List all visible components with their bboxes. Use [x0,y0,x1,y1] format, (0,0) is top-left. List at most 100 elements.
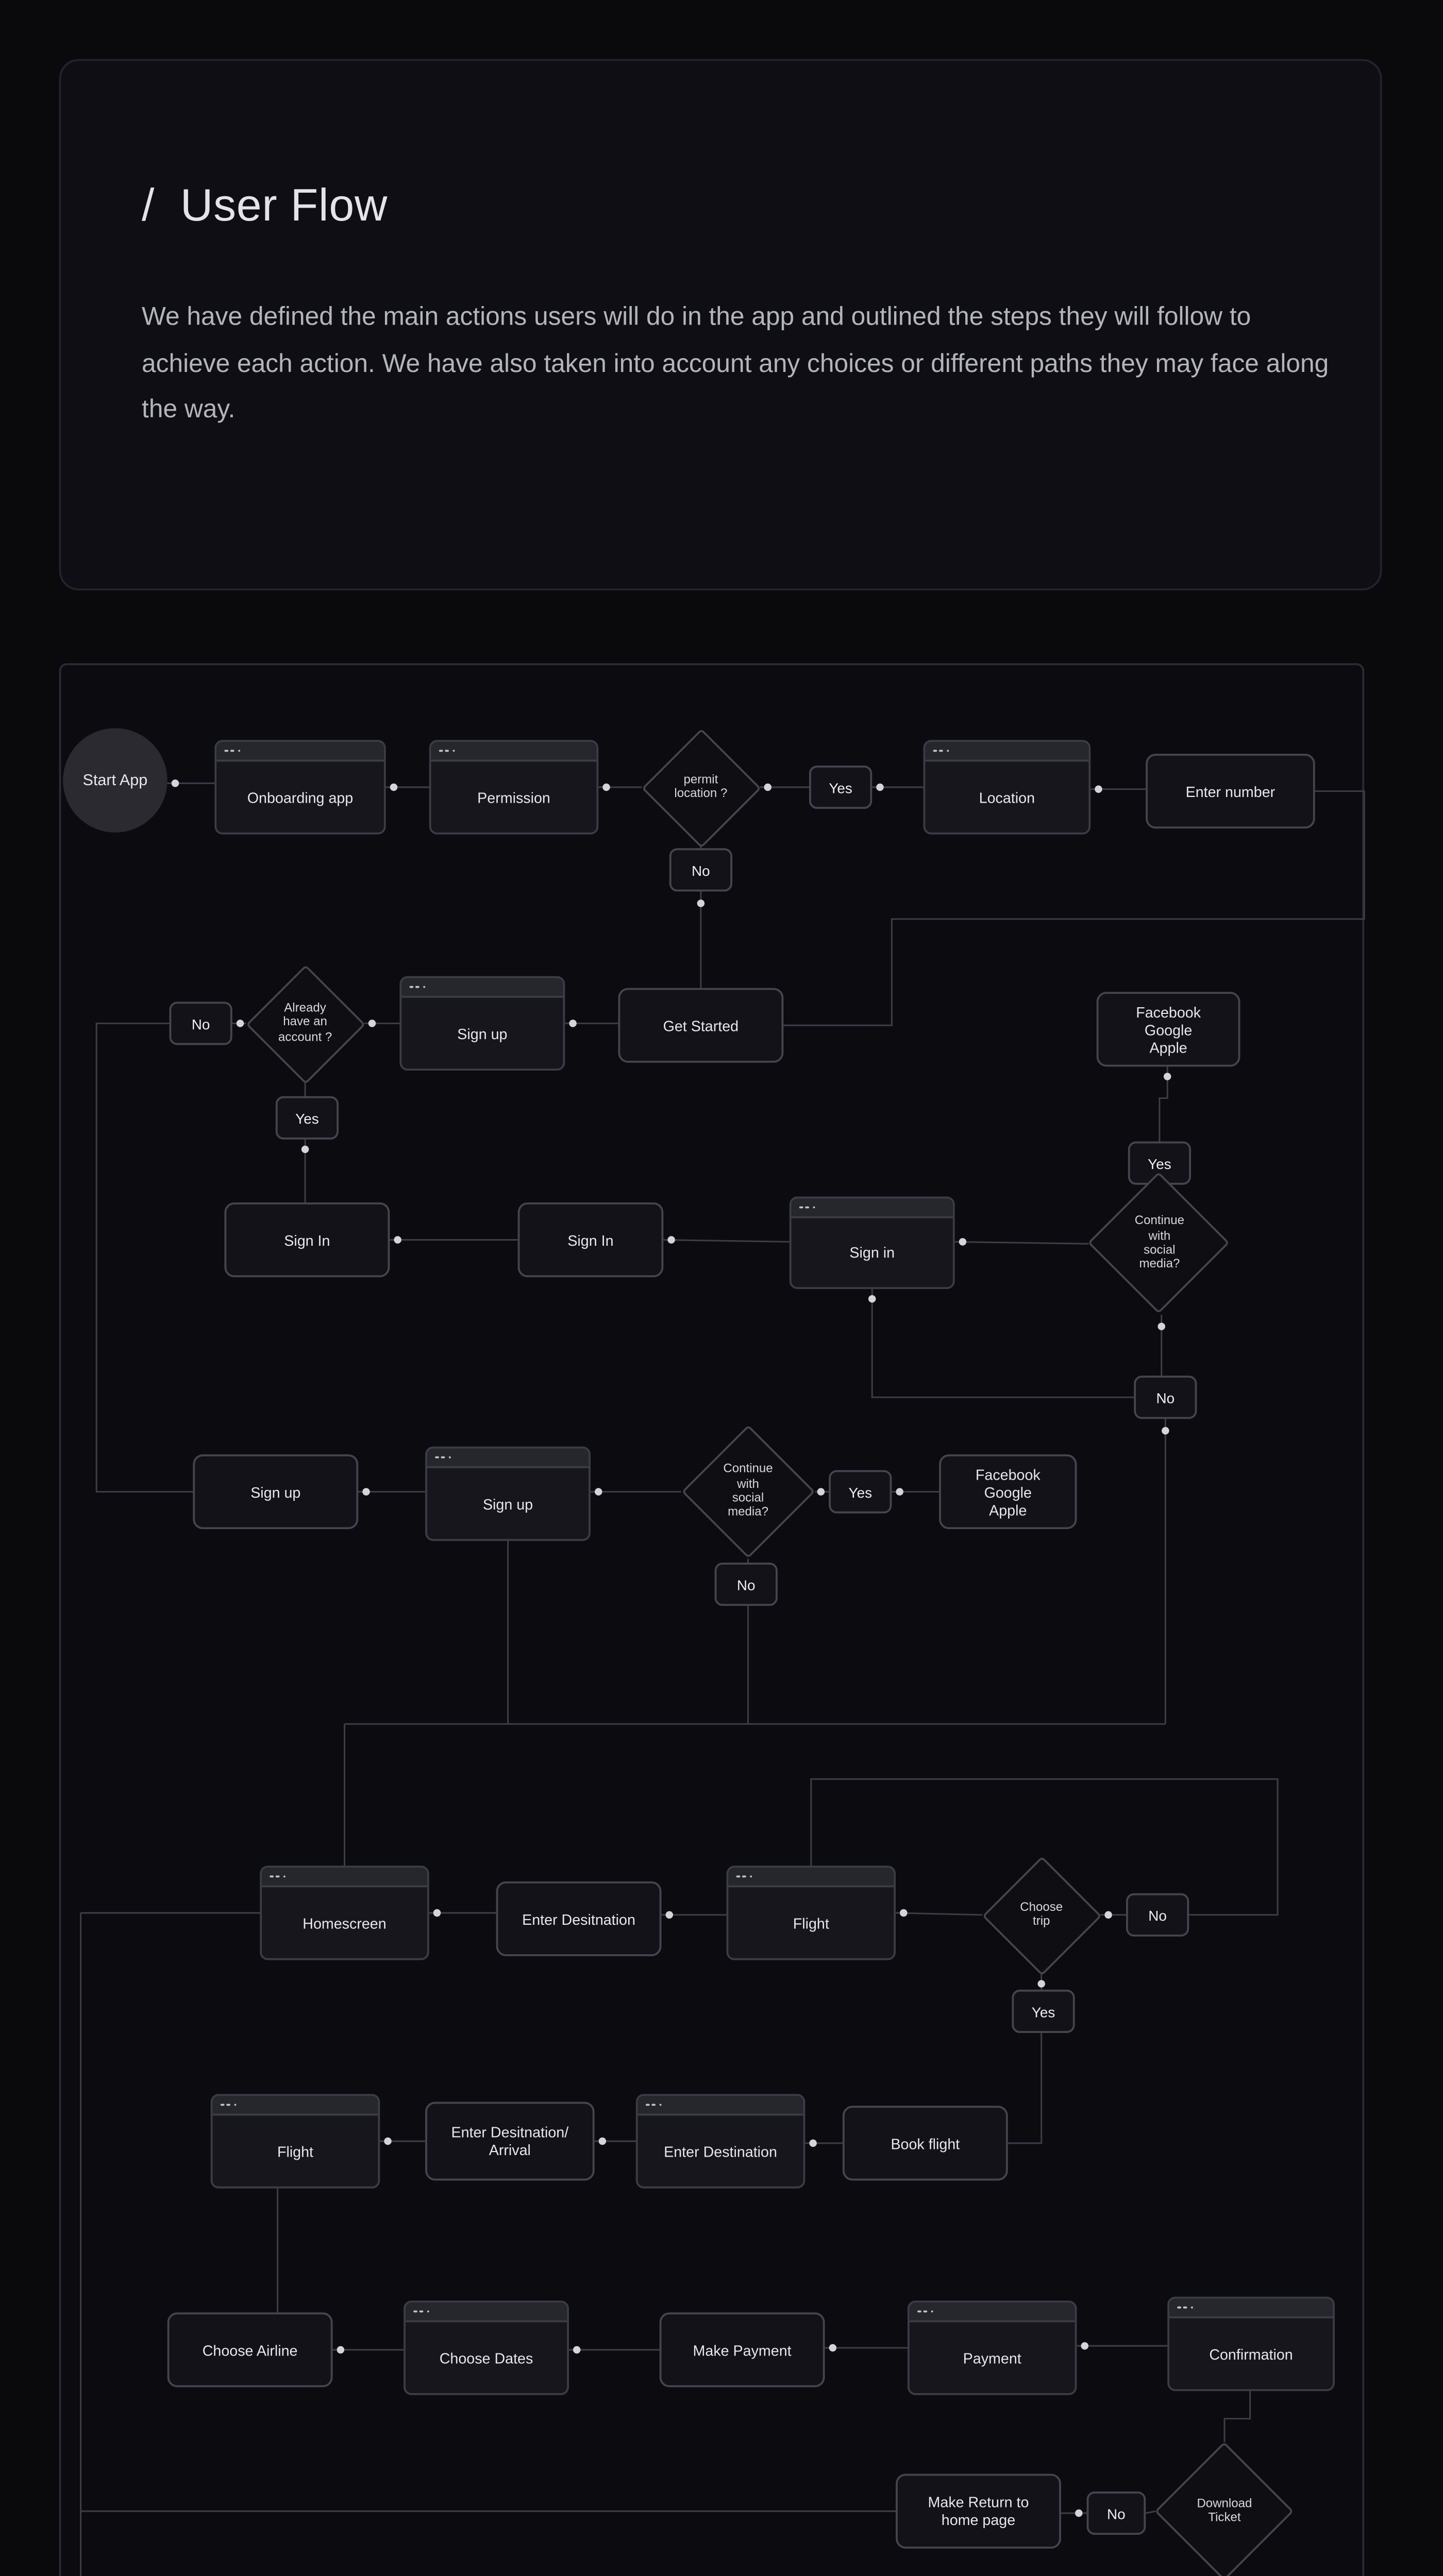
node-yes-account: Yes [275,1096,339,1140]
node-social-providers-1: Facebook Google Apple [1096,992,1240,1067]
node-label: Payment [963,2349,1021,2367]
node-label: Sign up [482,1495,533,1513]
connector-dot-icon [665,1911,674,1919]
node-choose-dates: Choose Dates [404,2300,569,2395]
flow-connector [663,1239,790,1243]
node-continue-social-1: Continue with social media? [1088,1173,1231,1315]
window-dot-icon [233,2103,237,2107]
connector-dot-icon [1104,1911,1112,1919]
node-label: No [1156,1388,1175,1406]
node-get-started: Get Started [618,988,784,1063]
node-label: No [692,861,710,879]
flow-connector [783,790,1365,1026]
node-label: Choose Dates [439,2349,533,2367]
node-no-account: No [169,1002,232,1045]
window-body: Enter Destination [638,2115,803,2187]
window-body: Location [925,761,1088,833]
window-dot-icon [420,2310,424,2313]
window-dot-icon [220,2103,224,2107]
node-label: permit location ? [674,772,728,801]
connector-dot-icon [602,783,610,791]
window-dot-icon [276,1875,280,1878]
window-dot-icon [451,749,456,753]
window-controls-icon [1169,2298,1333,2318]
window-body: Sign in [792,1218,953,1287]
window-controls-icon [431,742,597,762]
node-label: Yes [848,1483,872,1501]
window-dot-icon [416,985,420,989]
window-controls-icon [925,742,1089,762]
connector-dot-icon [337,2346,345,2354]
window-dot-icon [231,749,234,753]
window-dot-icon [426,2310,430,2313]
node-label: Facebook Google Apple [1136,1003,1201,1056]
window-dot-icon [749,1875,753,1878]
node-enter-destination-1: Enter Desitnation [496,1881,662,1956]
window-dot-icon [1190,2306,1194,2310]
node-make-payment: Make Payment [659,2312,825,2387]
window-body: Homescreen [262,1887,427,1958]
node-label: Continue with social media? [1134,1214,1185,1273]
node-label: Sign in [849,1244,895,1262]
window-dot-icon [736,1875,740,1878]
window-body: Sign up [401,998,563,1069]
node-label: Enter Destination [664,2142,777,2160]
node-label: Make Payment [693,2341,792,2359]
window-dot-icon [413,2310,417,2313]
window-controls-icon [637,2096,803,2116]
node-confirmation: Confirmation [1167,2296,1335,2392]
section-description: We have defined the main actions users w… [142,301,1329,423]
connector-dot-icon [594,1488,602,1496]
window-body: Confirmation [1169,2318,1333,2389]
node-start-app: Start App [63,728,167,833]
node-label: Facebook Google Apple [975,1465,1041,1519]
node-sign-in-window: Sign in [789,1196,955,1290]
node-continue-social-2: Continue with social media? [681,1425,815,1559]
flow-connector [1223,2391,1251,2443]
node-flight-window-1: Flight [726,1866,896,1960]
window-controls-icon [212,2096,378,2116]
connector-dot-icon [362,1488,370,1496]
node-no-permit: No [669,848,733,892]
window-body: Choose Dates [406,2322,567,2393]
node-flight-window-2: Flight [210,2094,380,2189]
node-homescreen: Homescreen [260,1866,429,1960]
connector-dot-icon [433,1909,441,1917]
node-label: Sign up [250,1483,301,1501]
window-dot-icon [799,1206,803,1209]
node-location: Location [923,740,1091,835]
node-label: Choose trip [1020,1900,1063,1929]
connector-dot-icon [1075,2509,1083,2517]
connector-dot-icon [598,2137,607,2145]
window-body: Payment [910,2322,1075,2393]
node-already-account: Already have an account ? [245,964,365,1083]
node-label: No [736,1575,756,1594]
window-controls-icon [405,2302,567,2323]
flow-connector [810,1778,1279,1916]
node-permission: Permission [429,740,599,835]
node-no-social-1: No [1134,1376,1197,1419]
connector-dot-icon [900,1909,908,1917]
node-label: Confirmation [1209,2345,1293,2363]
connector-dot-icon [1037,1980,1045,1988]
node-permit-location: permit location ? [641,727,760,846]
window-controls-icon [728,1868,894,1888]
window-dot-icon [1177,2306,1181,2310]
node-sign-in-1: Sign In [224,1202,390,1278]
connector-dot-icon [390,783,398,791]
node-enter-destination-window: Enter Destination [635,2094,806,2189]
window-dot-icon [939,749,943,753]
connector-dot-icon [569,1020,577,1027]
connector-dot-icon [868,1295,876,1303]
connector-dot-icon [896,1488,903,1496]
window-dot-icon [652,2103,656,2107]
node-label: Yes [295,1109,319,1127]
window-dot-icon [409,985,413,989]
connector-dot-icon [876,783,884,791]
window-dot-icon [924,2310,928,2313]
window-dot-icon [237,749,241,753]
connector-dot-icon [829,2344,837,2352]
flow-connector [871,1289,1134,1398]
node-choose-trip: Choose trip [982,1855,1101,1974]
